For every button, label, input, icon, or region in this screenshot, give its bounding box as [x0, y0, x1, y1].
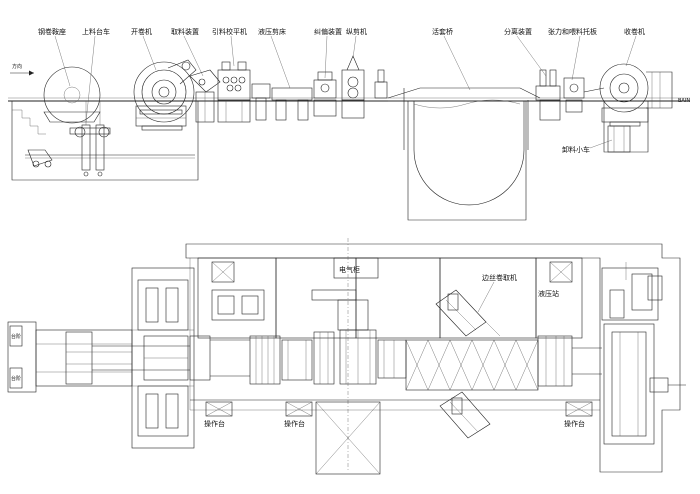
recoiler-plan	[601, 262, 686, 445]
console-left	[205, 401, 233, 417]
edge-guide-device	[313, 71, 337, 117]
separator-device	[535, 69, 561, 121]
slitter-plan	[337, 299, 377, 385]
label-electric-cabinet: 电气柜	[339, 265, 360, 274]
console-mid	[285, 401, 313, 417]
label-hydraulic-shear: 液压剪床	[258, 27, 286, 36]
elevation-view: BAIN 方向 钢卷鞍座 上料台车 开卷机 取料装置 引料校平机 液压剪床 纠	[8, 27, 690, 221]
foundation-outline	[185, 243, 681, 473]
scrap-winder-bottom	[439, 391, 491, 439]
elevation-end-mark: BAIN	[678, 98, 690, 104]
coil-on-saddle	[43, 66, 101, 124]
hydraulic-shear	[271, 87, 313, 121]
label-saddle-top: 台阶	[11, 333, 21, 340]
label-saddle-bottom: 台阶	[11, 375, 21, 382]
shear-plan	[281, 289, 357, 385]
label-console-right: 操作台	[564, 419, 585, 428]
uncoiler-plan	[131, 267, 195, 449]
label-recoiler: 收卷机	[624, 27, 645, 36]
slitter-machine	[341, 55, 365, 119]
label-loading-car: 上料台车	[82, 27, 110, 36]
entry-coil-saddle	[7, 321, 133, 393]
label-separator: 分离装置	[504, 27, 532, 36]
electric-cabinet	[333, 257, 379, 279]
label-hydraulic-station: 液压站	[538, 289, 559, 298]
label-scrap-winder: 边丝卷取机	[482, 273, 517, 282]
direction-label: 方向	[12, 63, 22, 70]
label-looper-bridge: 活套桥	[432, 27, 453, 36]
separator-plan	[537, 335, 602, 387]
label-console-mid: 操作台	[284, 419, 305, 428]
loading-car-body	[27, 149, 53, 167]
leader-lines	[54, 35, 637, 149]
looper-plan	[377, 339, 539, 391]
label-edge-guide: 纠偏装置	[314, 27, 342, 36]
strip-path	[92, 335, 250, 381]
plan-view: 台阶 台阶	[7, 238, 686, 475]
uncoiler-pit	[11, 101, 199, 181]
looper-bridge	[387, 87, 541, 221]
label-console-left: 操作台	[204, 419, 225, 428]
pinch-leveler	[217, 61, 271, 123]
label-uncoiler: 开卷机	[131, 27, 152, 36]
label-feeding-device: 取料装置	[171, 27, 199, 36]
feeding-device	[189, 69, 221, 123]
scrap-pit	[315, 401, 381, 475]
console-right	[565, 401, 593, 417]
label-tension-unit: 张力和喂料托板	[548, 27, 597, 36]
tension-unit	[563, 77, 605, 113]
label-coil-saddle: 钢卷鞍座	[38, 27, 66, 36]
uncoiler-machine	[133, 59, 197, 131]
label-slitter: 纵剪机	[346, 27, 367, 36]
leveler-plan	[211, 289, 281, 385]
label-unloading-car: 卸料小车	[562, 145, 590, 154]
label-pinch-leveler: 引料校平机	[212, 27, 247, 36]
scrap-winder-top	[435, 289, 501, 337]
recoiler-machine	[599, 63, 673, 153]
